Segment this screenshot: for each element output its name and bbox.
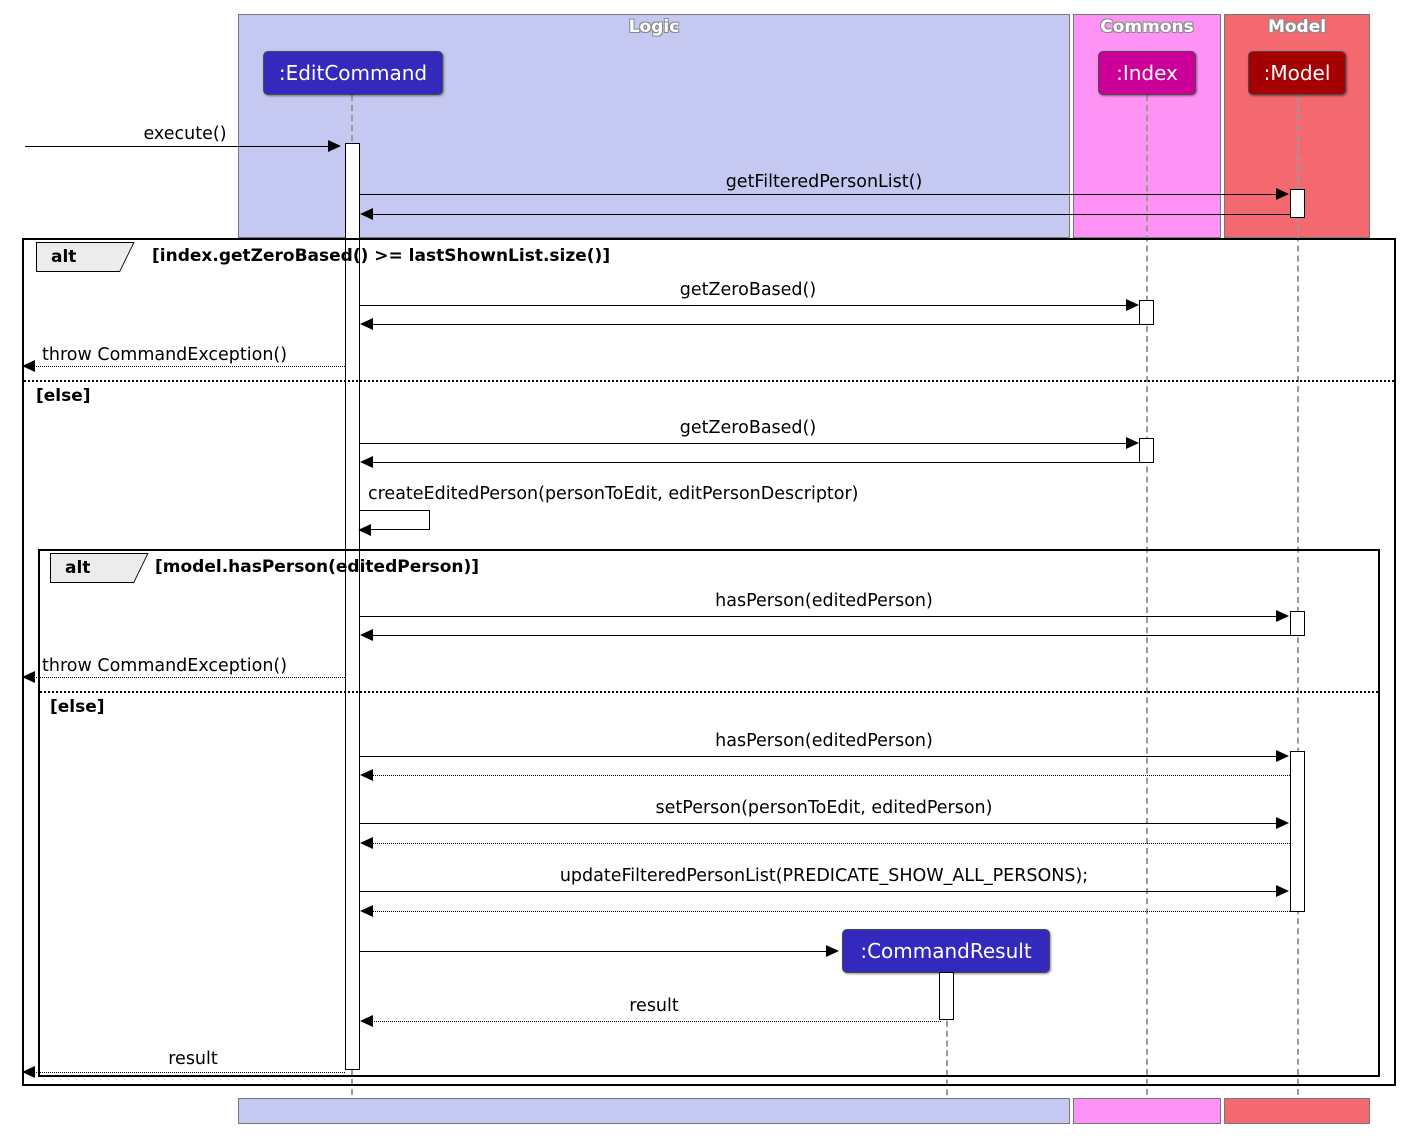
message-getzerobased-1-arrow [1126, 299, 1139, 311]
activation-index-1 [1139, 300, 1154, 325]
region-commons-title: Commons [1100, 17, 1194, 37]
message-createeditedperson-arrow [358, 524, 371, 536]
message-hasperson-1-label: hasPerson(editedPerson) [715, 591, 933, 611]
message-result-commandresult-arrow [360, 1015, 373, 1027]
message-throw-exception-1-label: throw CommandException() [42, 345, 288, 365]
region-model-title: Model [1267, 17, 1327, 37]
fragment-alt-2 [38, 549, 1380, 1077]
message-return-zerobased-2-arrow [360, 456, 373, 468]
footer-bar-logic [238, 1098, 1070, 1124]
participant-index[interactable]: :Index [1098, 51, 1196, 95]
participant-editcommand[interactable]: :EditCommand [263, 51, 443, 95]
message-return-updatefilteredpersonlist-arrow [360, 905, 373, 917]
message-updatefilteredpersonlist-line [360, 891, 1279, 892]
participant-commandresult-label: :CommandResult [860, 939, 1032, 963]
message-createeditedperson-label: createEditedPerson(personToEdit, editPer… [368, 484, 859, 504]
message-getzerobased-1-line [360, 305, 1128, 306]
message-result-actor-arrow [22, 1066, 35, 1078]
message-throw-exception-1-arrow [22, 360, 35, 372]
message-setperson-label: setPerson(personToEdit, editedPerson) [655, 798, 993, 818]
participant-model[interactable]: :Model [1248, 51, 1346, 95]
message-result-actor-label: result [168, 1049, 218, 1069]
message-setperson-arrow [1276, 817, 1289, 829]
fragment-alt-1-operator-tag: alt [36, 242, 142, 272]
lifeline-index [1146, 95, 1148, 1115]
activation-model-3 [1290, 751, 1305, 912]
message-getfilteredpersonlist-arrow [1276, 188, 1289, 200]
fragment-alt-2-operator-tag: alt [50, 553, 156, 583]
message-getzerobased-2-arrow [1126, 437, 1139, 449]
message-return-setperson-arrow [360, 837, 373, 849]
message-return-setperson-line [363, 843, 1290, 844]
message-return-zerobased-1-line [363, 324, 1139, 325]
message-getfilteredpersonlist-label: getFilteredPersonList() [725, 172, 923, 192]
message-getzerobased-2-line [360, 443, 1128, 444]
message-execute-line [25, 146, 335, 147]
activation-index-2 [1139, 438, 1154, 463]
message-throw-exception-2-line [27, 677, 345, 678]
message-throw-exception-2-arrow [22, 671, 35, 683]
fragment-alt-1 [22, 238, 1396, 1086]
footer-bar-model [1224, 1098, 1370, 1124]
message-return-hasperson-2-arrow [360, 769, 373, 781]
participant-editcommand-label: :EditCommand [278, 61, 428, 85]
activation-editcommand [345, 143, 360, 1070]
message-createeditedperson-selfbox [360, 510, 430, 530]
message-execute-label: execute() [143, 124, 227, 144]
region-logic-title: Logic [628, 17, 680, 37]
message-execute-arrow [328, 140, 341, 152]
message-hasperson-2-label: hasPerson(editedPerson) [715, 731, 933, 751]
message-return-updatefilteredpersonlist-line [363, 911, 1290, 912]
message-getzerobased-1-label: getZeroBased() [679, 280, 817, 300]
lifeline-model [1297, 95, 1299, 1115]
message-result-commandresult-label: result [629, 996, 679, 1016]
activation-model-2 [1290, 611, 1305, 636]
fragment-alt-2-else-label: [else] [50, 697, 105, 717]
footer-bar-commons [1073, 1098, 1221, 1124]
activation-model-1 [1290, 189, 1305, 218]
message-hasperson-2-arrow [1276, 750, 1289, 762]
participant-model-label: :Model [1263, 61, 1331, 85]
fragment-alt-1-else-label: [else] [36, 386, 91, 406]
message-updatefilteredpersonlist-label: updateFilteredPersonList(PREDICATE_SHOW_… [559, 866, 1089, 886]
message-return-hasperson-2-line [363, 775, 1290, 776]
message-hasperson-1-arrow [1276, 610, 1289, 622]
message-create-commandresult-line [360, 951, 828, 952]
message-hasperson-1-line [360, 616, 1279, 617]
message-updatefilteredpersonlist-arrow [1276, 885, 1289, 897]
message-return-zerobased-2-line [363, 462, 1139, 463]
message-return-zerobased-1-arrow [360, 318, 373, 330]
message-return-hasperson-1-line [363, 635, 1290, 636]
message-result-actor-line [27, 1072, 345, 1073]
message-getzerobased-2-label: getZeroBased() [679, 418, 817, 438]
activation-commandresult [939, 972, 954, 1020]
message-getfilteredpersonlist-line [360, 194, 1279, 195]
message-throw-exception-1-line [27, 366, 345, 367]
message-hasperson-2-line [360, 756, 1279, 757]
message-return-filteredlist-line [363, 214, 1290, 215]
message-return-filteredlist-arrow [360, 208, 373, 220]
fragment-alt-2-separator [40, 691, 1378, 693]
message-throw-exception-2-label: throw CommandException() [42, 656, 288, 676]
message-result-commandresult-line [363, 1021, 941, 1022]
fragment-alt-1-condition: [index.getZeroBased() >= lastShownList.s… [152, 246, 611, 266]
region-logic: Logic [238, 14, 1070, 238]
message-return-hasperson-1-arrow [360, 629, 373, 641]
participant-index-label: :Index [1116, 61, 1178, 85]
lifeline-commandresult [946, 972, 948, 1115]
message-create-commandresult-arrow [826, 945, 839, 957]
fragment-alt-2-condition: [model.hasPerson(editedPerson)] [155, 557, 480, 577]
fragment-alt-1-separator [24, 380, 1394, 382]
fragment-alt-2-operator: alt [65, 558, 91, 578]
fragment-alt-1-operator: alt [51, 247, 77, 267]
message-setperson-line [360, 823, 1279, 824]
participant-commandresult[interactable]: :CommandResult [842, 929, 1050, 973]
